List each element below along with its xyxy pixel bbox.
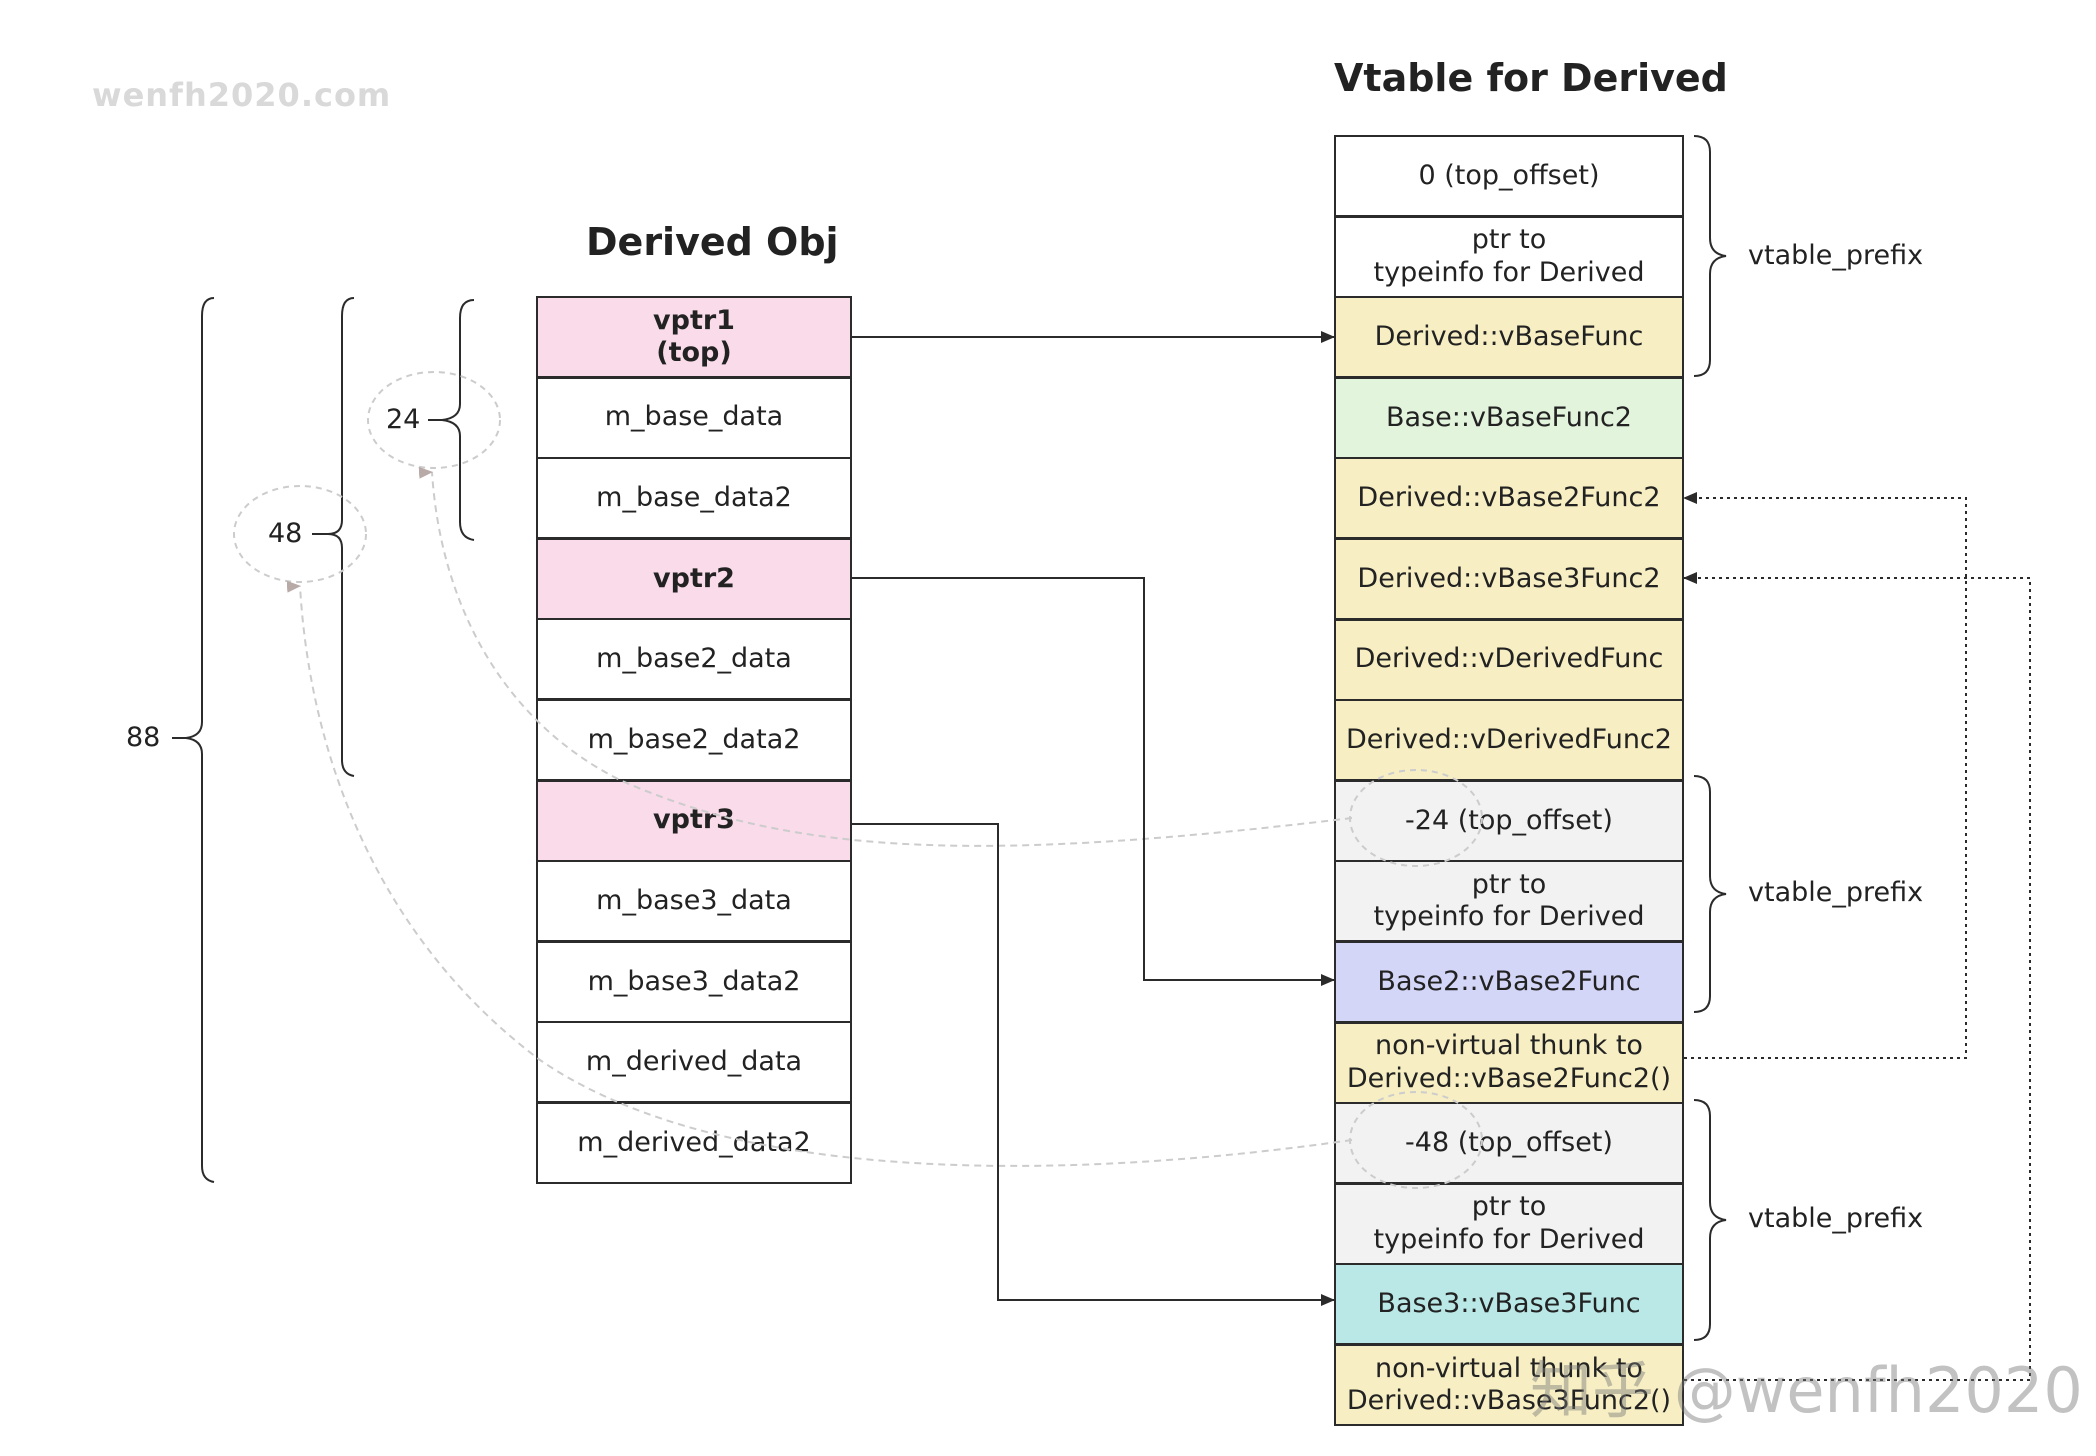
size-label-24: 24 [386,404,421,435]
curve-minus48-to-48 [286,580,1353,1167]
obj-row: m_derived_data [536,1021,852,1104]
circle-48 [233,485,367,583]
circle-minus48 [1349,1091,1483,1189]
vtable-row: -48 (top_offset) [1334,1102,1684,1185]
brace-vtable-prefix-3 [1693,1099,1727,1341]
vtable-row: non-virtual thunk to Derived::vBase2Func… [1334,1021,1684,1104]
brace-24 [441,299,475,541]
vtable-prefix-label-3: vtable_prefix [1748,1203,1924,1234]
brace-vtable-prefix-2 [1693,775,1727,1013]
arrow-vptr3 [852,823,1335,1306]
obj-row: m_base3_data [536,860,852,943]
vtable-row: ptr to typeinfo for Derived [1334,860,1684,943]
derived-obj-title: Derived Obj [586,220,839,264]
vtable-row: -24 (top_offset) [1334,779,1684,862]
arrow-thunk2 [1683,492,1967,1059]
vtable-row: Derived::vBaseFunc [1334,296,1684,379]
obj-row: m_base2_data [536,618,852,701]
watermark-zhihu: 知乎 @wenfh2020 [1530,1354,2083,1427]
vtable-prefix-label-1: vtable_prefix [1748,240,1924,271]
obj-row: m_base2_data2 [536,699,852,781]
size-label-88: 88 [126,722,161,753]
arrow-vptr2 [852,577,1335,986]
watermark-site: wenfh2020.com [92,76,392,114]
vtable-prefix-label-2: vtable_prefix [1748,877,1924,908]
vtable-title: Vtable for Derived [1334,56,1728,100]
vtable-row: ptr to typeinfo for Derived [1334,215,1684,298]
size-label-48: 48 [268,518,303,549]
curve-minus24-to-24 [418,466,1353,847]
vtable-row: Derived::vBase3Func2 [1334,538,1684,620]
vtable-row: Derived::vBase2Func2 [1334,457,1684,540]
vtable-row: Base::vBaseFunc2 [1334,376,1684,459]
brace-88 [185,297,215,1183]
vtable-row: non-virtual thunk to Derived::vBase3Func… [1334,1344,1684,1426]
circle-minus24 [1349,769,1483,867]
arrow-thunk3 [1683,572,2031,1381]
vtable-row: Derived::vDerivedFunc [1334,618,1684,701]
vtable-row: Base3::vBase3Func [1334,1263,1684,1346]
obj-row: m_derived_data2 [536,1102,852,1184]
circle-24 [367,371,501,469]
brace-vtable-prefix-1 [1693,135,1727,377]
vtable-row: 0 (top_offset) [1334,135,1684,217]
vtable-row: Base2::vBase2Func [1334,941,1684,1023]
brace-48 [327,297,355,777]
